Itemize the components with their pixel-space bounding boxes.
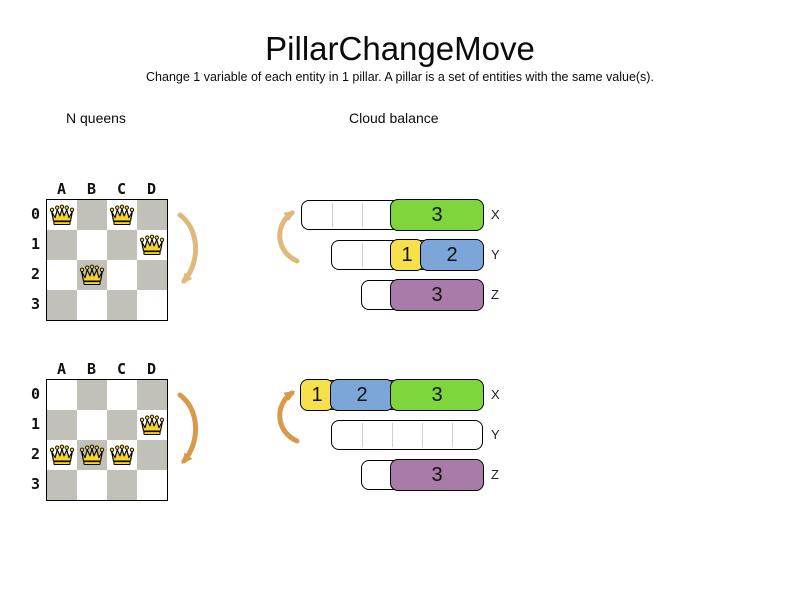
- chessboard-after: [46, 379, 168, 501]
- cell-before-D3: [137, 290, 167, 320]
- cell-before-C2: [107, 260, 138, 291]
- board-after-col-label-A: A: [56, 360, 67, 378]
- board-after-row-label-3: 3: [30, 475, 40, 493]
- move-arrow-cloud-before-icon: [277, 210, 300, 264]
- cell-after-B3: [77, 470, 108, 500]
- board-before-row-label-3: 3: [30, 295, 40, 313]
- cell-after-A1: [47, 410, 78, 441]
- cell-before-A2: [47, 260, 78, 291]
- cell-before-A3: [47, 290, 78, 320]
- process-block-after-X-3: 3: [390, 379, 484, 411]
- computer-bar-after-Z: 3: [361, 459, 484, 491]
- process-block-before-Y-1: 1: [390, 239, 424, 271]
- queen-icon: [49, 204, 75, 226]
- process-block-before-Z-3: 3: [390, 279, 484, 311]
- queen-icon: [79, 444, 105, 466]
- cell-after-D2: [137, 440, 167, 471]
- cell-after-A0: [47, 380, 78, 411]
- cell-after-B1: [77, 410, 108, 441]
- bar-label-after-X: X: [491, 387, 500, 402]
- bar-label-before-Z: Z: [491, 287, 499, 302]
- board-after-col-label-B: B: [86, 360, 97, 378]
- cell-before-A0: [47, 200, 78, 231]
- board-before-col-label-B: B: [86, 180, 97, 198]
- bar-label-before-Y: Y: [491, 247, 500, 262]
- computer-bar-after-Y: [331, 420, 483, 450]
- move-arrow-queens-after: [171, 391, 211, 476]
- nqueens-section-label: N queens: [66, 110, 126, 126]
- cell-before-A1: [47, 230, 78, 261]
- queen-icon: [139, 414, 165, 436]
- cell-after-B0: [77, 380, 108, 411]
- queen-icon: [109, 204, 135, 226]
- board-after-col-label-C: C: [116, 360, 127, 378]
- move-arrow-queens-after-icon: [177, 392, 198, 465]
- chessboard-before: [46, 199, 168, 321]
- board-after-col-label-D: D: [146, 360, 157, 378]
- board-after-row-label-2: 2: [30, 445, 40, 463]
- cell-before-B2: [77, 260, 108, 291]
- board-before-row-label-2: 2: [30, 265, 40, 283]
- slot-divider: [362, 423, 363, 447]
- move-arrow-cloud-after-icon: [277, 390, 300, 444]
- slot-divider: [362, 243, 363, 267]
- slot-divider: [392, 423, 393, 447]
- slot-divider: [452, 423, 453, 447]
- cell-before-C3: [107, 290, 138, 320]
- board-after-row-label-0: 0: [30, 385, 40, 403]
- computer-bar-before-X: 3: [301, 199, 484, 231]
- cell-before-B0: [77, 200, 108, 231]
- slot-divider: [362, 203, 363, 227]
- process-block-before-Y-2: 2: [420, 239, 484, 271]
- cell-before-C1: [107, 230, 138, 261]
- cell-after-D1: [137, 410, 167, 441]
- process-block-before-X-3: 3: [390, 199, 484, 231]
- slot-divider: [422, 423, 423, 447]
- move-arrow-queens-before-icon: [177, 212, 198, 285]
- process-block-after-Z-3: 3: [390, 459, 484, 491]
- move-arrow-cloud-before: [266, 205, 306, 290]
- slot-divider: [332, 203, 333, 227]
- queen-icon: [49, 444, 75, 466]
- board-before-col-label-D: D: [146, 180, 157, 198]
- cell-before-D1: [137, 230, 167, 261]
- move-arrow-cloud-after: [266, 385, 306, 470]
- cell-after-B2: [77, 440, 108, 471]
- cloud-balance-section-label: Cloud balance: [349, 110, 439, 126]
- queen-icon: [109, 444, 135, 466]
- cell-before-C0: [107, 200, 138, 231]
- page-title: PillarChangeMove: [265, 30, 535, 67]
- cell-after-C2: [107, 440, 138, 471]
- cell-before-B3: [77, 290, 108, 320]
- cell-before-D0: [137, 200, 167, 231]
- queen-icon: [139, 234, 165, 256]
- board-before-col-label-C: C: [116, 180, 127, 198]
- bar-label-after-Z: Z: [491, 467, 499, 482]
- cell-before-B1: [77, 230, 108, 261]
- bar-label-after-Y: Y: [491, 427, 500, 442]
- cell-after-C3: [107, 470, 138, 500]
- board-before-row-label-0: 0: [30, 205, 40, 223]
- queen-icon: [79, 264, 105, 286]
- computer-bar-before-Z: 3: [361, 279, 484, 311]
- cell-after-A2: [47, 440, 78, 471]
- cell-after-D0: [137, 380, 167, 411]
- cell-before-D2: [137, 260, 167, 291]
- process-block-after-X-2: 2: [330, 379, 394, 411]
- board-before-col-label-A: A: [56, 180, 67, 198]
- cell-after-C1: [107, 410, 138, 441]
- bar-label-before-X: X: [491, 207, 500, 222]
- board-after-row-label-1: 1: [30, 415, 40, 433]
- cell-after-C0: [107, 380, 138, 411]
- page-subtitle: Change 1 variable of each entity in 1 pi…: [146, 70, 654, 84]
- cell-after-D3: [137, 470, 167, 500]
- board-before-row-label-1: 1: [30, 235, 40, 253]
- cell-after-A3: [47, 470, 78, 500]
- move-arrow-queens-before: [171, 211, 211, 296]
